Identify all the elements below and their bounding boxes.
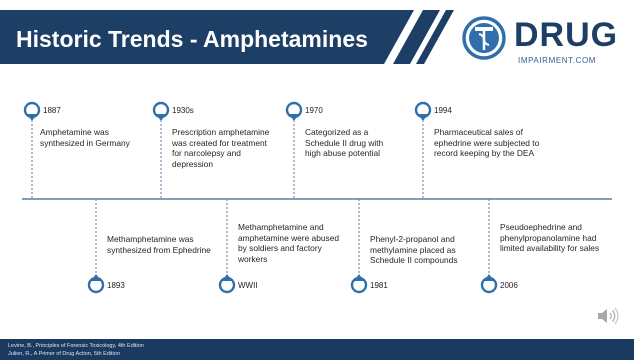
event-description: Methamphetamine and amphetamine were abu… [238, 222, 340, 264]
brand-name: DRUG [514, 16, 619, 54]
timeline-node [218, 274, 236, 294]
citation: Levine, B., Principles of Forensic Toxic… [8, 343, 144, 349]
event-year: 1887 [43, 106, 61, 115]
timeline-node [480, 274, 498, 294]
timeline-node [414, 101, 432, 121]
logo: DRUG IMPAIRMENT.COM [462, 14, 632, 66]
event-description: Phenyl-2-propanol and methylamine placed… [370, 234, 458, 265]
timeline-node [87, 274, 105, 294]
footer-bar: Levine, B., Principles of Forensic Toxic… [0, 339, 634, 360]
caduceus-icon [462, 16, 506, 60]
event-description: Methamphetamine was synthesized from Eph… [107, 234, 211, 255]
event-description: Categorized as a Schedule II drug with h… [305, 127, 384, 158]
slide-title: Historic Trends - Amphetamines [16, 26, 368, 52]
event-year: 1994 [434, 106, 452, 115]
event-year: WWII [238, 281, 258, 290]
title-bar: Historic Trends - Amphetamines DRUG IMPA… [0, 0, 634, 80]
event-description: Amphetamine was synthesized in Germany [40, 127, 130, 148]
speaker-icon[interactable] [596, 306, 620, 326]
event-year: 1981 [370, 281, 388, 290]
event-year: 1893 [107, 281, 125, 290]
citation: Julien, R., A Primer of Drug Action, 5th… [8, 351, 120, 357]
event-description: Pseudoephedrine and phenylpropanolamine … [500, 222, 600, 253]
event-description: Prescription amphetamine was created for… [172, 127, 270, 169]
event-year: 1930s [172, 106, 194, 115]
timeline-node [23, 101, 41, 121]
event-description: Pharmaceutical sales of ephedrine were s… [434, 127, 540, 158]
title-bar-shape [0, 10, 454, 64]
event-year: 1970 [305, 106, 323, 115]
brand-subtitle: IMPAIRMENT.COM [518, 56, 597, 65]
timeline-node [350, 274, 368, 294]
timeline-node [285, 101, 303, 121]
timeline-node [152, 101, 170, 121]
event-year: 2006 [500, 281, 518, 290]
